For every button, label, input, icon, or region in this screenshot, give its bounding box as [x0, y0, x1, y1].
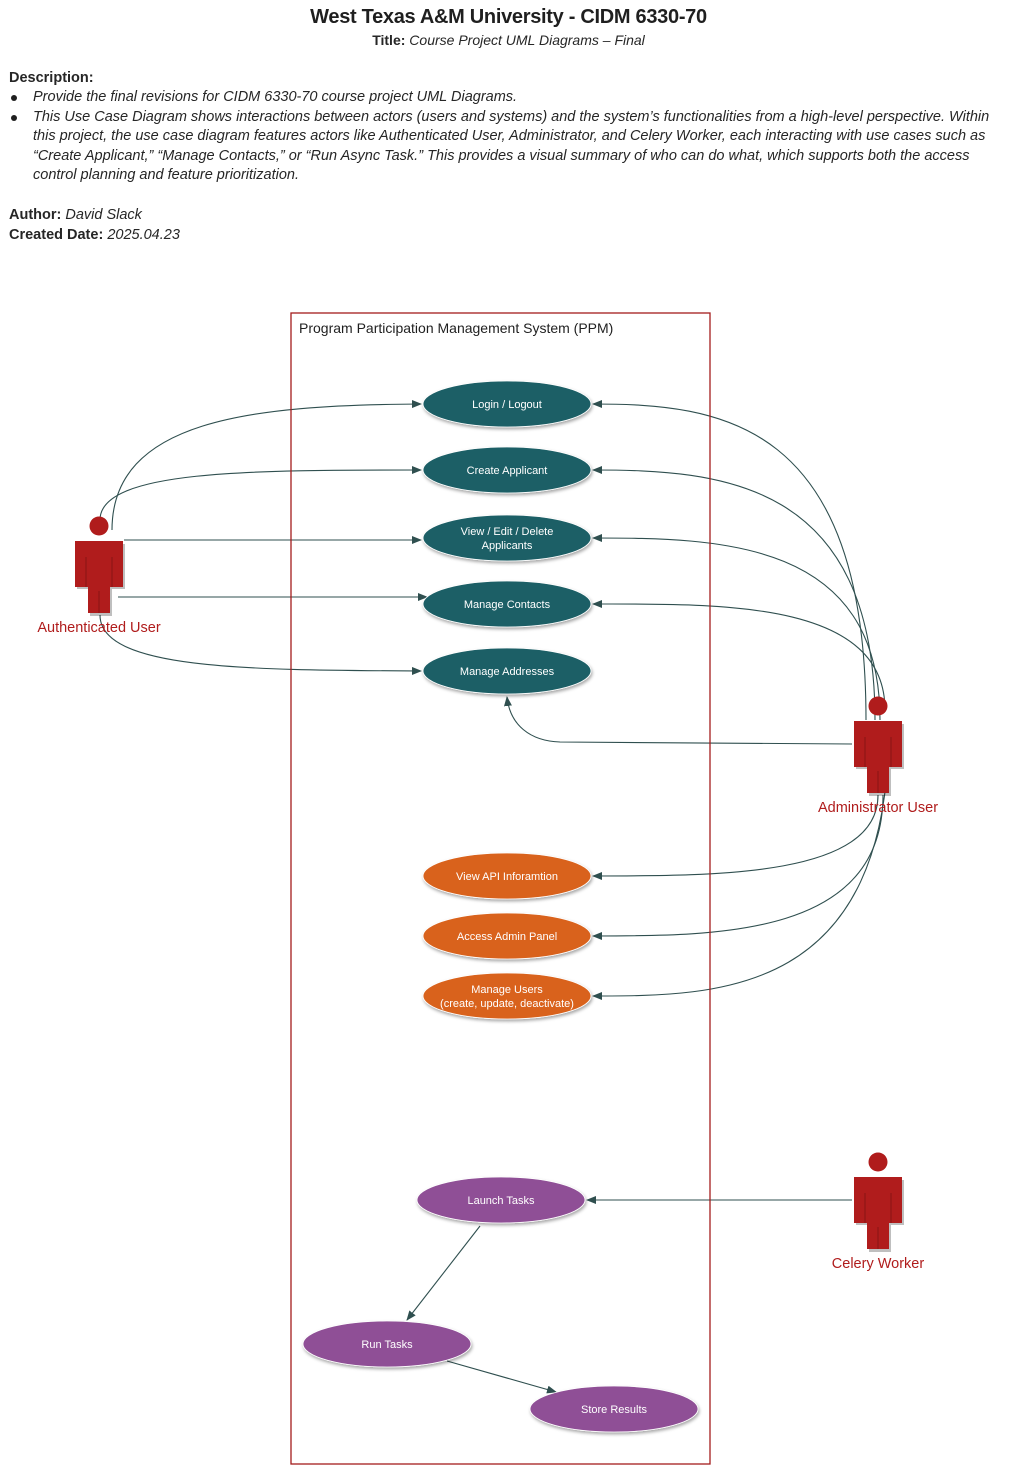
use-case-ellipse — [422, 647, 592, 695]
description-bullet: Provide the final revisions for CIDM 633… — [11, 88, 1009, 108]
use-case-launch: Launch Tasks — [416, 1176, 586, 1224]
use-case-ellipse — [422, 972, 592, 1020]
actor-head-icon — [868, 1152, 888, 1172]
association-admin-to-login — [592, 400, 867, 721]
description-section: Description: Provide the final revisions… — [9, 70, 1009, 186]
actor-auth: Authenticated User — [37, 516, 161, 636]
system-boundary-layer: Program Participation Management System … — [290, 312, 711, 1465]
association-auth-to-create — [99, 466, 422, 521]
created-date-line: Created Date: 2025.04.23 — [9, 226, 180, 246]
use-case-ellipse — [422, 446, 592, 494]
use-case-create: Create Applicant — [422, 446, 592, 494]
use-case-users: Manage Users (create, update, deactivate) — [422, 972, 592, 1020]
description-bullet: This Use Case Diagram shows interactions… — [11, 108, 1009, 186]
actor-admin: Administrator User — [818, 696, 938, 816]
use-case-ellipse — [422, 580, 592, 628]
actor-label: Celery Worker — [832, 1256, 925, 1272]
use-case-ellipse — [422, 514, 592, 562]
actor-head-icon — [89, 516, 109, 536]
use-case-label: View API Inforamtion — [456, 871, 558, 883]
use-case-login: Login / Logout — [422, 380, 592, 428]
description-list: Provide the final revisions for CIDM 633… — [9, 88, 1009, 186]
use-case-label: (create, update, deactivate) — [440, 998, 574, 1010]
use-case-label: View / Edit / Delete — [461, 526, 554, 538]
use-case-api: View API Inforamtion — [422, 852, 592, 900]
use-case-ellipse — [416, 1176, 586, 1224]
actor-label: Administrator User — [818, 800, 938, 816]
description-heading: Description: — [9, 70, 94, 86]
use-case-run: Run Tasks — [302, 1320, 472, 1368]
subtitle-label: Title: — [372, 32, 406, 48]
actor-celery: Celery Worker — [832, 1152, 925, 1272]
use-case-label: Create Applicant — [467, 465, 548, 477]
use-case-label: Store Results — [581, 1404, 648, 1416]
actor-body-icon — [854, 721, 902, 793]
association-admin-to-contacts — [592, 599, 886, 711]
association-launch-to-run — [406, 1225, 481, 1321]
system-name: Program Participation Management System … — [299, 320, 613, 336]
use-case-label: Applicants — [482, 540, 533, 552]
use-case-ellipse — [422, 912, 592, 960]
use-case-panel: Access Admin Panel — [422, 912, 592, 960]
page-title: West Texas A&M University - CIDM 6330-70 — [310, 6, 707, 28]
use-case-ellipse — [529, 1385, 699, 1433]
use-case-label: Manage Addresses — [460, 666, 555, 678]
use-case-ellipse — [422, 380, 592, 428]
actor-body-icon — [854, 1177, 902, 1249]
association-auth-to-login — [111, 400, 422, 531]
page-subtitle: Title: Course Project UML Diagrams – Fin… — [0, 32, 1017, 48]
association-admin-to-api — [592, 794, 879, 880]
author-value: David Slack — [65, 207, 142, 223]
association-auth-to-addresses — [99, 614, 422, 675]
subtitle-value: Course Project UML Diagrams – Final — [409, 32, 645, 48]
use-case-addresses: Manage Addresses — [422, 647, 592, 695]
use-case-ellipse — [302, 1320, 472, 1368]
association-admin-to-panel — [592, 794, 884, 940]
created-date-value: 2025.04.23 — [107, 226, 180, 243]
use-case-label: Launch Tasks — [467, 1195, 535, 1207]
use-case-label: Manage Users — [471, 984, 543, 996]
system-boundary — [290, 312, 711, 1465]
association-admin-to-users — [592, 724, 890, 1000]
page-header: West Texas A&M University - CIDM 6330-70… — [0, 6, 1017, 48]
use-case-contacts: Manage Contacts — [422, 580, 592, 628]
author-label: Author: — [9, 207, 62, 223]
actor-body-icon — [75, 541, 123, 613]
association-admin-to-create — [592, 466, 876, 721]
association-admin-to-addresses — [503, 696, 853, 745]
use-case-label: Access Admin Panel — [457, 931, 557, 943]
author-line: Author: David Slack — [9, 206, 180, 226]
use-case-ellipse — [422, 852, 592, 900]
created-date-label: Created Date: — [9, 226, 104, 243]
associations-layer — [99, 400, 890, 1394]
association-admin-to-view — [592, 534, 881, 721]
document-meta: Author: David Slack Created Date: 2025.0… — [9, 206, 180, 245]
use-case-store: Store Results — [529, 1385, 699, 1433]
actor-head-icon — [868, 696, 888, 716]
actor-label: Authenticated User — [37, 620, 160, 636]
association-run-to-store — [446, 1360, 557, 1394]
use-case-label: Login / Logout — [472, 399, 542, 411]
use-case-label: Manage Contacts — [464, 599, 551, 611]
use-case-label: Run Tasks — [361, 1339, 413, 1351]
